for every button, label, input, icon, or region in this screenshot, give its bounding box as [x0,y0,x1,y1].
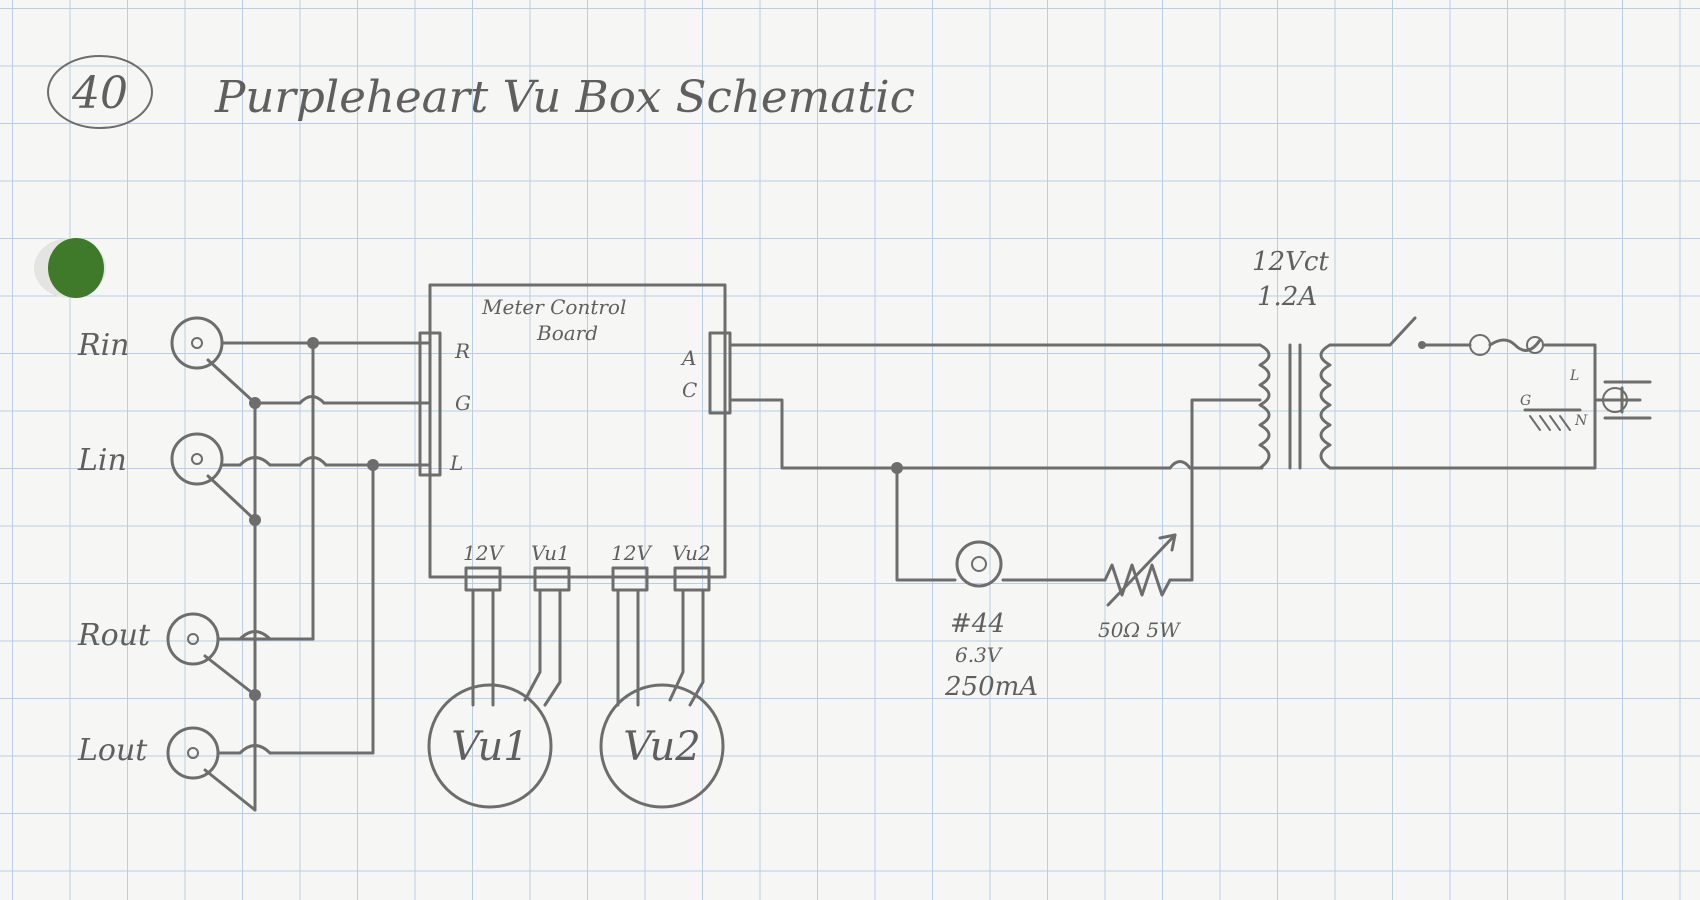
connector-vu1: Vu1 [531,541,570,565]
plug-pin-g: G [1520,393,1531,409]
jack-l-out [166,726,220,780]
board-pin-r: R [454,339,470,363]
meter-leads [471,588,705,707]
mains-plug: G L N [1520,368,1652,431]
right-channel-wiring [216,337,430,641]
connector-12v-b: 12V [611,541,653,565]
lamp-44: #44 6.3V 250mA [944,540,1038,702]
transformer-voltage: 12Vct [1252,247,1329,277]
punch-hole [34,238,106,298]
jack-label-r-in: Rin [77,328,130,363]
lamp-name: #44 [950,609,1005,639]
page-number-badge: 40 [47,55,153,129]
jack-label-r-out: Rout [77,618,151,653]
jack-l-in [170,432,224,486]
board-pin-g: G [455,391,471,415]
board-pin-c: C [682,378,697,402]
board-label-line2: Board [536,321,598,345]
plug-pin-n: N [1574,413,1588,429]
meter-control-board: Meter Control Board R G L A C 12V Vu1 12… [418,283,732,592]
connector-vu2: Vu2 [672,541,711,565]
ground-wiring [203,358,430,812]
connector-12v-a: 12V [463,541,505,565]
board-pin-l: L [449,451,463,475]
transformer-current: 1.2A [1257,282,1317,312]
jack-r-in [170,316,224,370]
jack-r-out [166,612,220,666]
power-wiring [728,343,1264,582]
jack-label-l-in: Lin [77,443,127,478]
page-title: Purpleheart Vu Box Schematic [214,72,915,123]
primary-wiring [1328,316,1642,470]
rheostat: 50Ω 5W [1098,533,1181,642]
vu-meter-1: Vu1 [427,683,553,809]
lamp-current: 250mA [944,672,1038,702]
page-number: 40 [71,68,128,119]
board-label-line1: Meter Control [481,295,626,319]
vu-meter-2: Vu2 [599,683,725,809]
left-channel-wiring [216,456,430,755]
lamp-voltage: 6.3V [955,643,1004,667]
vu-meter-1-label: Vu1 [451,724,529,770]
rheostat-rating: 50Ω 5W [1098,618,1181,642]
jack-label-l-out: Lout [77,733,148,768]
vu-meter-2-label: Vu2 [623,724,701,770]
transformer: 12Vct 1.2A [1252,247,1332,470]
plug-pin-l: L [1569,368,1579,384]
board-pin-a: A [680,346,696,370]
